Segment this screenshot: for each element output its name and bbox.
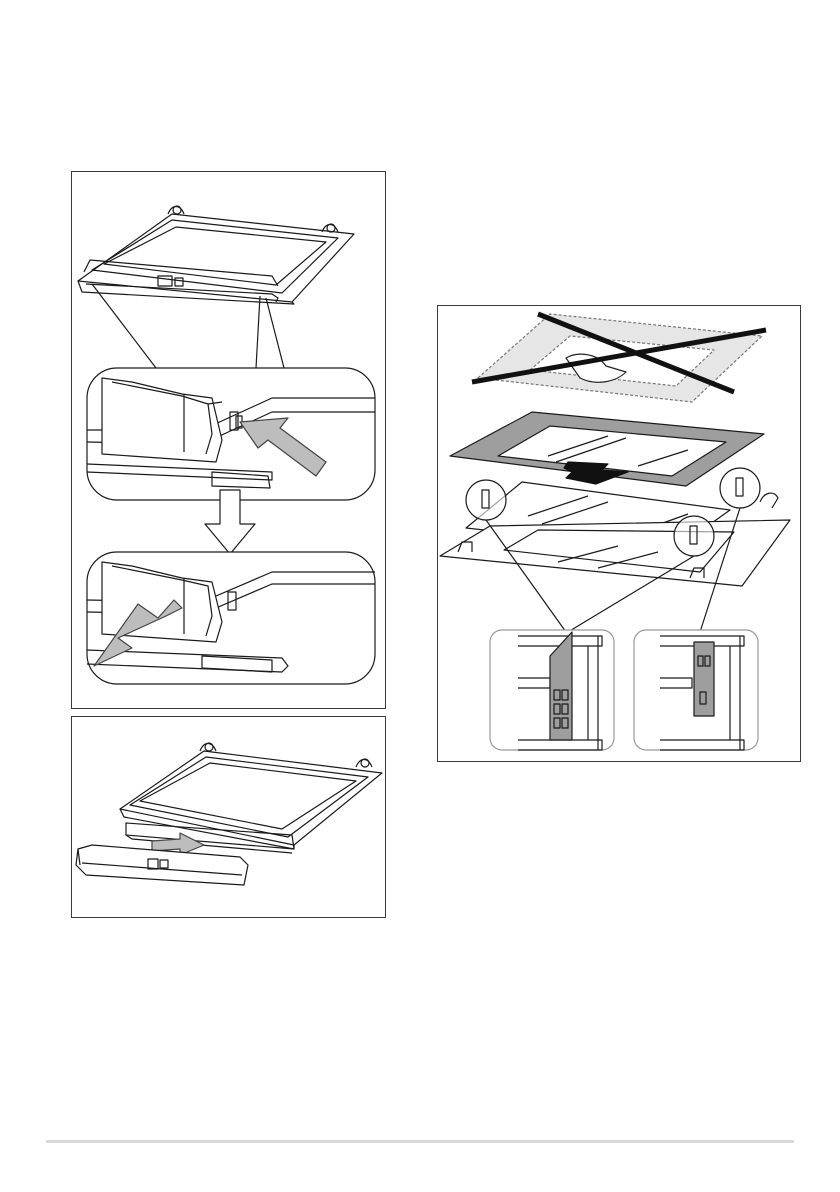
clip-detail-icon (674, 516, 714, 556)
release-catch-icon (87, 368, 375, 500)
oven-door-icon (78, 206, 354, 304)
door-trim-removed-drawing (72, 717, 385, 917)
clip-detail-icon (720, 468, 760, 508)
footer-rule (46, 1140, 794, 1143)
figure-door-trim-release (71, 171, 386, 709)
glass-panels-drawing (438, 306, 800, 761)
crossed-out-panel-icon (472, 314, 766, 402)
door-trim-release-drawing (72, 172, 385, 708)
figure-door-trim-removed (71, 716, 386, 918)
clip-detail-icon (466, 480, 506, 520)
clip-detail-left (490, 630, 614, 750)
door-trim-icon (76, 845, 248, 885)
figure-glass-panels (437, 305, 801, 762)
oven-door-icon (120, 743, 382, 853)
clip-detail-right (634, 630, 758, 750)
